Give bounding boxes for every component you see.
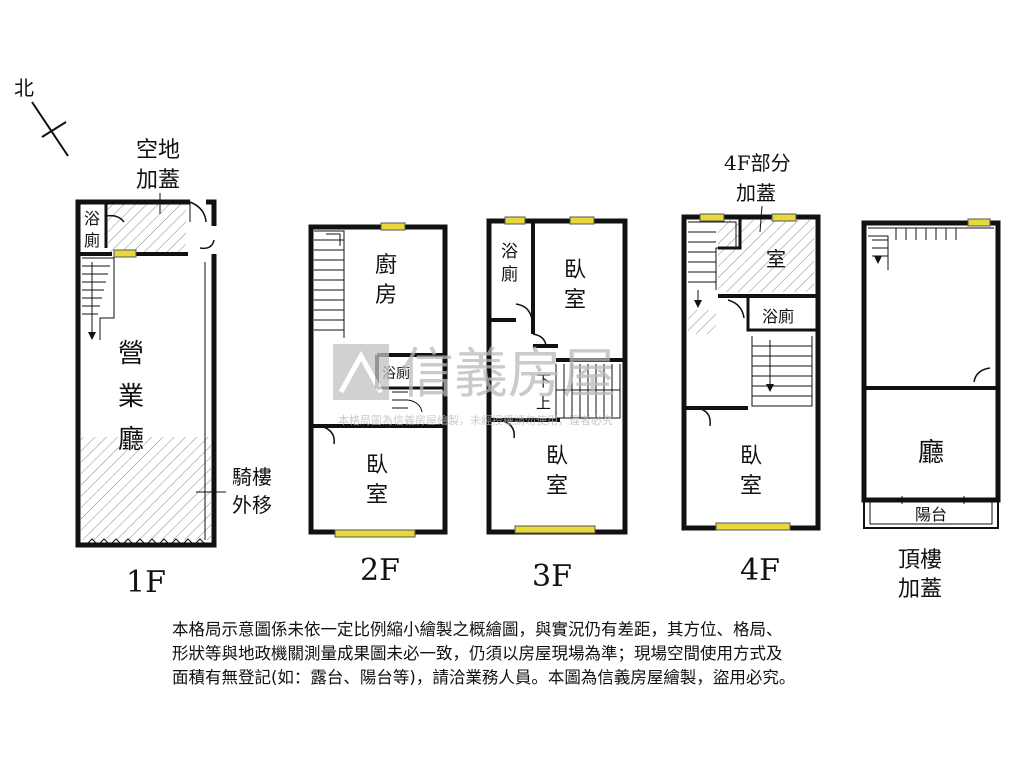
bedroom-label-1: 臥 <box>740 444 762 469</box>
window-icon <box>771 213 797 222</box>
bath-label-2: 廁 <box>501 264 518 285</box>
annex-hatch <box>718 220 814 292</box>
watermark-notice: 本格局圖為信義房屋繪製，未經授權請勿使用，違者必究 <box>338 413 613 427</box>
room-label: 室 <box>766 247 786 271</box>
hall-label-3: 廳 <box>118 425 144 455</box>
bedroom-a-label-2: 室 <box>564 288 586 313</box>
floor-label-1f: 1F <box>126 565 166 600</box>
stairs-2f <box>314 230 345 338</box>
disclaimer: 本格局示意圖係未依一定比例縮小繪製之概繪圖，與實況仍有差距，其方位、格局、 形狀… <box>172 618 892 690</box>
stairs-4f <box>688 221 813 407</box>
annex-label-2: 加蓋 <box>136 168 180 193</box>
bedroom-b-label-1: 臥 <box>546 444 568 469</box>
window-icon <box>113 249 137 258</box>
floor-4f: 4F部分 加蓋 室 浴廁 臥 室 4F <box>681 151 821 588</box>
annex-label-2: 加蓋 <box>736 181 776 205</box>
brand-logo-icon <box>333 344 389 400</box>
window-icon <box>715 522 791 531</box>
stairs-3f <box>555 364 621 419</box>
bedroom-label-1: 臥 <box>366 453 388 478</box>
bedroom-b-label-2: 室 <box>546 474 568 499</box>
disclaimer-line-2: 形狀等與地政機關測量成果圖未必一致，仍須以房屋現場為準；現場空間使用方式及 <box>172 644 783 663</box>
annex-label-1: 空地 <box>136 138 180 163</box>
north-arrow-icon <box>31 101 69 157</box>
floor-label-2f: 2F <box>360 553 400 588</box>
stair-down-label: 下 <box>536 372 551 390</box>
stairs-roof <box>868 227 994 270</box>
floor-label-3f: 3F <box>532 559 572 594</box>
floor-2f: 廚 房 浴廁 臥 室 2F <box>308 222 448 588</box>
hall-label-2: 業 <box>118 382 144 412</box>
disclaimer-line-3: 面積有無登記(如：露台、陽台等)，請洽業務人員。本圖為信義房屋繪製，盜用必究。 <box>172 668 796 687</box>
kitchen-label-1: 廚 <box>375 253 397 278</box>
hall-label-1: 營 <box>118 339 144 369</box>
compass: 北 <box>14 76 69 157</box>
floor-roof: 廳 陽台 頂樓 加蓋 <box>861 218 1001 602</box>
bath-label-1: 浴 <box>84 209 100 228</box>
hall-label: 廳 <box>918 438 944 468</box>
kitchen-label-2: 房 <box>375 283 397 308</box>
bedroom-a-label-1: 臥 <box>564 258 586 283</box>
floor-1f: 空地 加蓋 浴 廁 營 業 廳 騎樓 外移 1F <box>75 138 272 600</box>
floor-label-4f: 4F <box>740 553 780 588</box>
bedroom-label-2: 室 <box>366 483 388 508</box>
arcade-label-2: 外移 <box>232 493 272 517</box>
roof-label-1: 頂樓 <box>898 548 942 573</box>
roof-label-2: 加蓋 <box>898 577 942 602</box>
balcony-label: 陽台 <box>915 505 947 524</box>
window-icon <box>569 216 595 225</box>
stairs-1f <box>82 257 115 340</box>
watermark-brand: 信義房屋 <box>400 342 616 405</box>
arcade-hatch <box>81 437 211 540</box>
bath-label: 浴廁 <box>762 307 794 326</box>
window-icon <box>380 222 406 231</box>
window-icon <box>504 216 526 225</box>
disclaimer-line-1: 本格局示意圖係未依一定比例縮小繪製之概繪圖，與實況仍有差距，其方位、格局、 <box>172 620 783 639</box>
floor-3f: 浴 廁 臥 室 下 上 臥 室 3F <box>486 216 628 594</box>
annex-hatch <box>108 204 186 252</box>
north-label: 北 <box>14 76 34 100</box>
window-icon <box>967 218 991 227</box>
watermark: 信義房屋 本格局圖為信義房屋繪製，未經授權請勿使用，違者必究 <box>333 342 616 427</box>
bath-label-1: 浴 <box>501 242 518 262</box>
annex-label-1: 4F部分 <box>724 151 791 175</box>
bath-label-2: 廁 <box>84 231 100 250</box>
window-icon <box>699 213 725 222</box>
bedroom-label-2: 室 <box>740 474 762 499</box>
window-icon <box>514 525 596 534</box>
arcade-label-1: 騎樓 <box>232 465 272 489</box>
window-icon <box>334 529 416 538</box>
stair-up-label: 上 <box>536 394 551 412</box>
